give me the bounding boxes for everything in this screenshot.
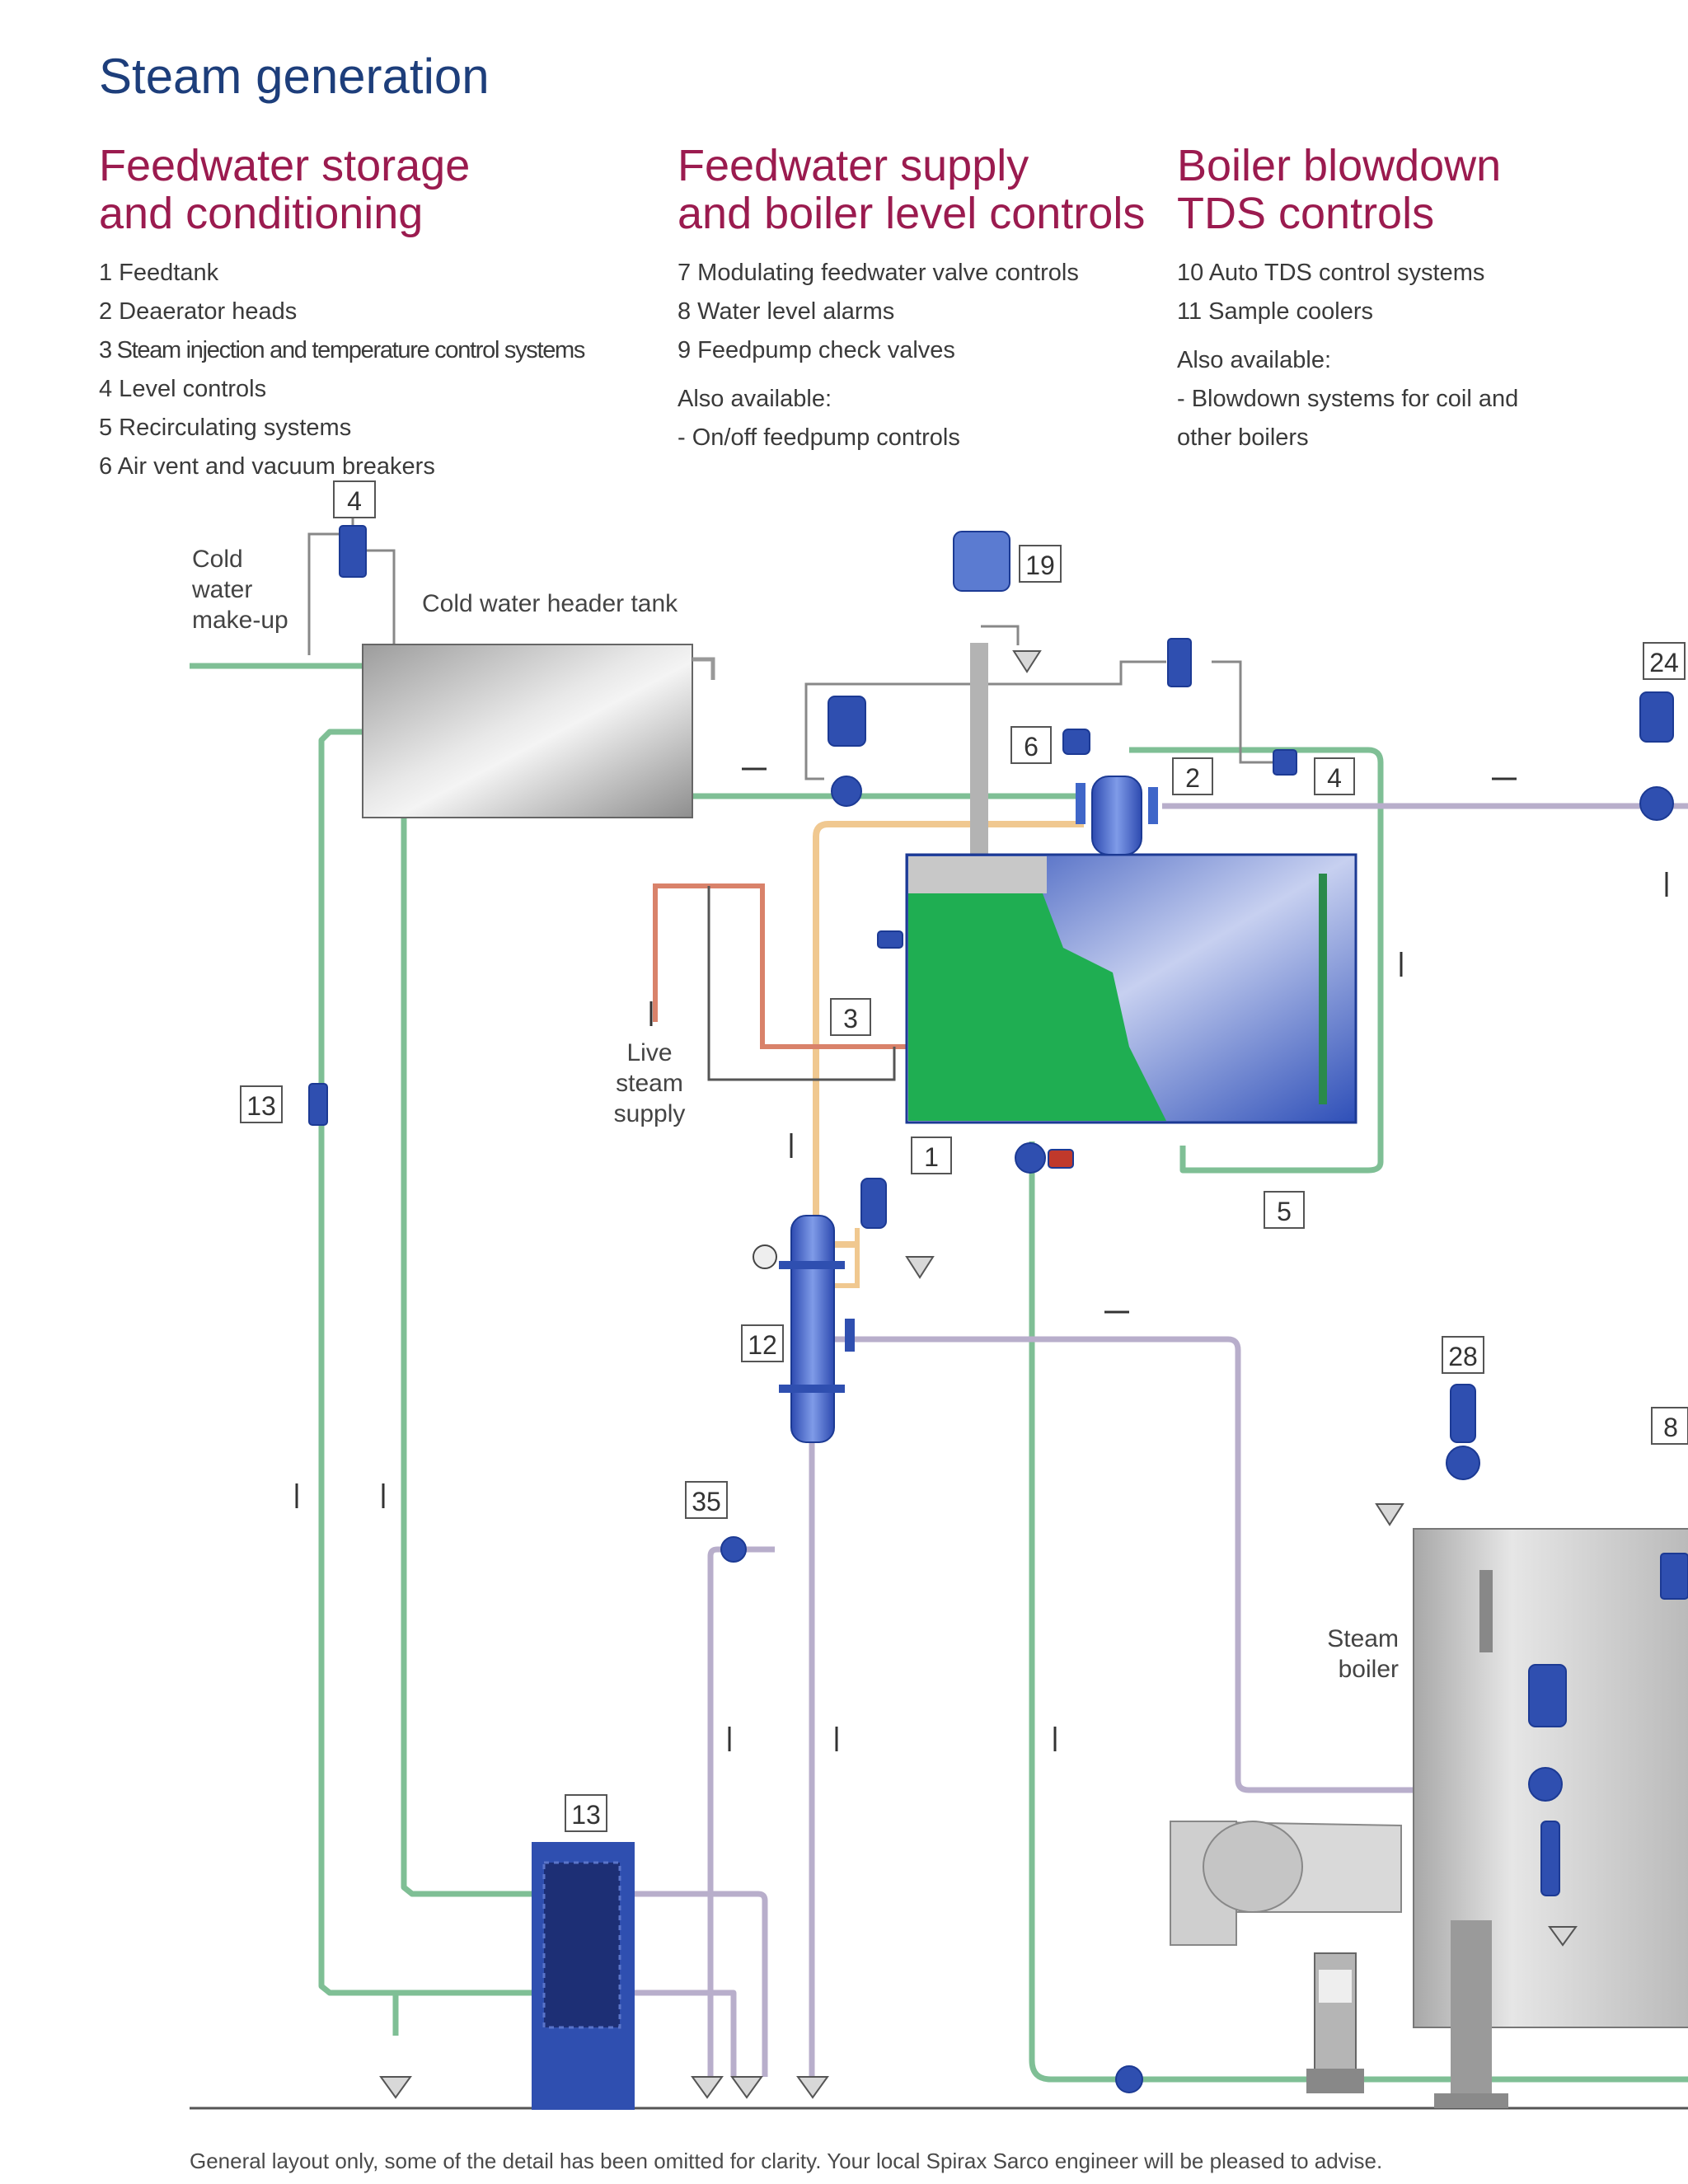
- also-available-label: Also available:: [678, 386, 832, 412]
- footer-note: General layout only, some of the detail …: [190, 2149, 1383, 2173]
- heading-line-2: and conditioning: [99, 189, 424, 238]
- heat-exchanger-vessel: [753, 1215, 855, 1443]
- svg-text:13: 13: [571, 1800, 601, 1830]
- heading-line-1: Feedwater supply: [678, 141, 1029, 190]
- control-lines: [307, 511, 1273, 780]
- svg-text:4: 4: [1327, 763, 1342, 793]
- label-cold: Cold: [192, 546, 243, 573]
- svg-text:35: 35: [692, 1487, 721, 1516]
- label-water: water: [191, 576, 252, 603]
- callout-5: 5: [1264, 1191, 1305, 1229]
- column-boiler-blowdown: Boiler blowdown TDS controls 10 Auto TDS…: [1177, 142, 1518, 457]
- item-list: 10 Auto TDS control systems 11 Sample co…: [1177, 254, 1518, 457]
- callout-2: 2: [1172, 757, 1213, 795]
- svg-text:12: 12: [748, 1330, 777, 1360]
- list-item: 5 Recirculating systems: [99, 415, 352, 441]
- svg-text:19: 19: [1025, 551, 1055, 580]
- cold-water-pipes: [190, 663, 1688, 2083]
- heading-line-2: and boiler level controls: [678, 189, 1146, 238]
- list-item: 8 Water level alarms: [678, 298, 895, 325]
- label-steam-boiler-2: boiler: [1339, 1656, 1399, 1683]
- heading-line-2: TDS controls: [1177, 189, 1435, 238]
- callout-35: 35: [685, 1481, 728, 1519]
- label-steam-boiler-1: Steam: [1327, 1625, 1399, 1652]
- callout-8: 8: [1651, 1407, 1688, 1445]
- item-list: 1 Feedtank 2 Deaerator heads 3 Steam inj…: [99, 254, 585, 486]
- page-title: Steam generation: [99, 49, 490, 104]
- label-header-tank: Cold water header tank: [422, 590, 678, 617]
- column-feedwater-supply: Feedwater supply and boiler level contro…: [678, 142, 1145, 457]
- svg-text:6: 6: [1024, 732, 1039, 762]
- column-feedwater-storage: Feedwater storage and conditioning 1 Fee…: [99, 142, 585, 486]
- list-item: 6 Air vent and vacuum breakers: [99, 453, 435, 480]
- list-item: 9 Feedpump check valves: [678, 337, 955, 363]
- steam-boiler: [1170, 1528, 1688, 2108]
- also-available-item: - Blowdown systems for coil and: [1177, 386, 1519, 412]
- diagram-labels: Cold water make-up Cold water header tan…: [191, 546, 1399, 1683]
- callout-19: 19: [1019, 545, 1062, 583]
- item-list: 7 Modulating feedwater valve controls 8 …: [678, 254, 1145, 457]
- callout-12: 12: [741, 1324, 784, 1362]
- callout-13a: 13: [240, 1085, 283, 1123]
- heading-line-1: Feedwater storage: [99, 141, 471, 190]
- svg-text:28: 28: [1448, 1342, 1478, 1371]
- callout-boxes: 4 19 24 6 2 4 3 13 1 5 12 28 8 35 13: [240, 480, 1688, 1832]
- callout-3: 3: [830, 998, 871, 1036]
- live-steam-pipe: [653, 883, 935, 1049]
- header-tank: [362, 644, 693, 818]
- heading-line-1: Boiler blowdown: [1177, 141, 1502, 190]
- svg-text:2: 2: [1185, 763, 1200, 793]
- feed-pump: [1306, 1952, 1364, 2093]
- callout-24: 24: [1643, 642, 1686, 680]
- callout-4b: 4: [1314, 757, 1355, 795]
- also-available-item: - On/off feedpump controls: [678, 424, 960, 451]
- also-available-item: other boilers: [1177, 424, 1309, 451]
- svg-text:1: 1: [924, 1142, 939, 1172]
- list-item: 7 Modulating feedwater valve controls: [678, 260, 1079, 286]
- callout-1: 1: [911, 1137, 952, 1174]
- column-heading: Feedwater supply and boiler level contro…: [678, 142, 1145, 237]
- callout-4a: 4: [333, 480, 376, 518]
- deaerator-head: [1076, 776, 1158, 855]
- svg-text:24: 24: [1649, 648, 1679, 677]
- list-item: 1 Feedtank: [99, 260, 219, 286]
- label-steam: steam: [616, 1070, 683, 1097]
- callout-6: 6: [1010, 726, 1052, 764]
- label-live: Live: [626, 1039, 672, 1066]
- svg-text:13: 13: [246, 1091, 276, 1121]
- svg-text:8: 8: [1663, 1413, 1678, 1442]
- plate-heat-exchanger: [532, 1842, 635, 2110]
- callout-28: 28: [1442, 1336, 1484, 1374]
- list-item: 2 Deaerator heads: [99, 298, 298, 325]
- callout-13b: 13: [565, 1794, 607, 1832]
- column-heading: Feedwater storage and conditioning: [99, 142, 584, 237]
- list-item: 4 Level controls: [99, 376, 267, 402]
- list-item: 10 Auto TDS control systems: [1177, 260, 1485, 286]
- vent-pipe: [970, 643, 988, 857]
- also-available-label: Also available:: [1177, 347, 1331, 373]
- svg-text:3: 3: [843, 1004, 858, 1033]
- flow-arrows: [295, 767, 1668, 1751]
- valves: [308, 525, 1688, 2093]
- drain-funnels: [379, 650, 1578, 2099]
- svg-text:5: 5: [1277, 1197, 1292, 1226]
- feedtank: [905, 853, 1357, 1124]
- lilac-pipes: [626, 803, 1688, 2077]
- column-heading: Boiler blowdown TDS controls: [1177, 142, 1518, 237]
- label-supply: supply: [614, 1100, 686, 1127]
- list-item: 3 Steam injection and temperature contro…: [99, 337, 585, 363]
- svg-text:4: 4: [347, 486, 362, 516]
- label-make-up: make-up: [192, 607, 288, 634]
- list-item: 11 Sample coolers: [1177, 298, 1374, 325]
